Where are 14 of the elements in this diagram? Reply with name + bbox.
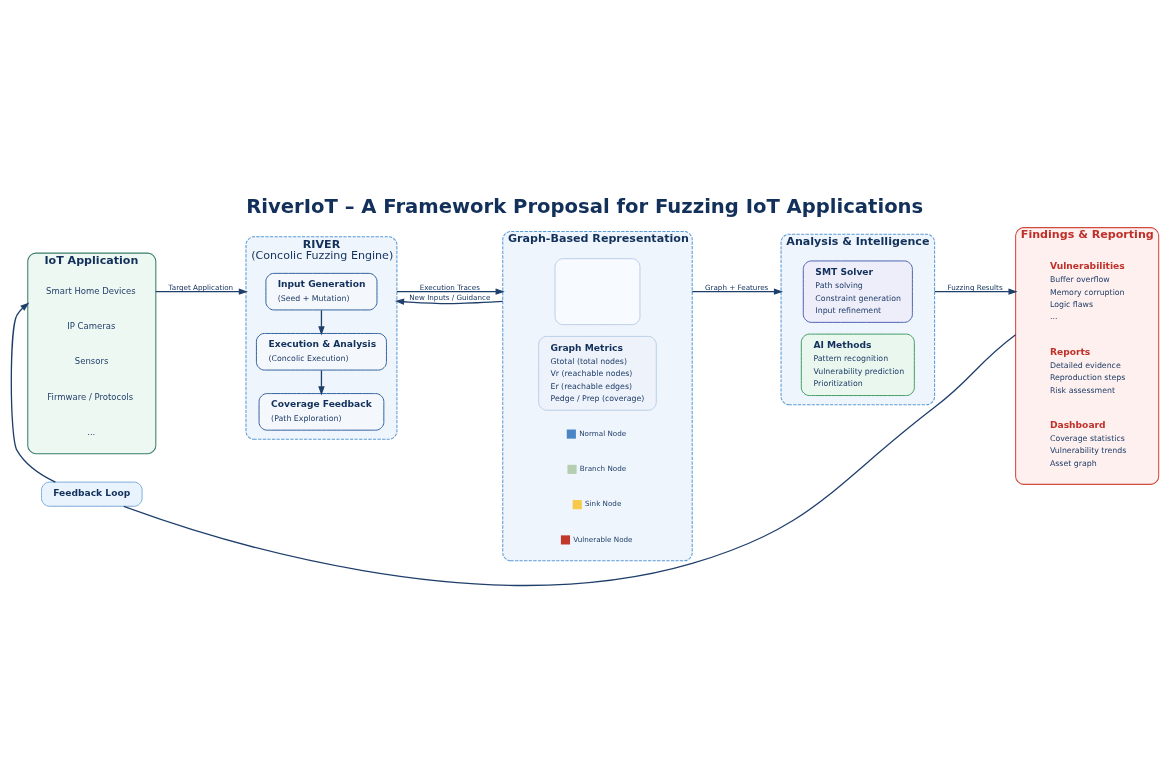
arrow xyxy=(396,287,505,295)
arrow xyxy=(10,301,57,483)
node-text: Sensors xyxy=(74,355,109,366)
node-text: IP Cameras xyxy=(67,320,116,331)
node-text: ... xyxy=(87,426,96,437)
arrow xyxy=(933,287,1018,295)
diagram-title: RiverIoT – A Framework Proposal for Fuzzing IoT Applications xyxy=(246,194,924,218)
arrow xyxy=(155,287,248,295)
arrow xyxy=(691,287,784,295)
arrow xyxy=(394,298,504,305)
node-text: Smart Home Devices xyxy=(46,285,136,296)
node-box: Feedback Loop xyxy=(41,481,143,507)
node-text: Firmware / Protocols xyxy=(47,391,134,402)
node-box xyxy=(554,257,641,325)
